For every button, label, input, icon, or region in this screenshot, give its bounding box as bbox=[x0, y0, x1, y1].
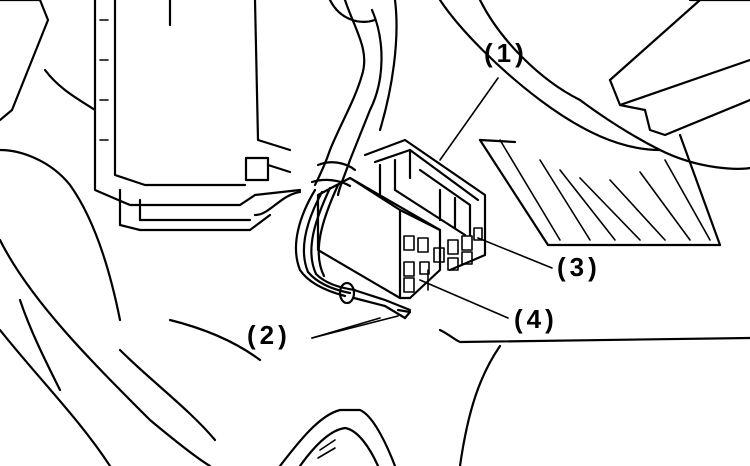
leader-lines bbox=[311, 77, 553, 339]
electrical-connector bbox=[316, 138, 487, 300]
upper-right-panel bbox=[438, 0, 750, 170]
callout-3: (3) bbox=[557, 252, 601, 282]
callout-4: (4) bbox=[514, 304, 558, 334]
left-dashboard-panel bbox=[0, 0, 212, 466]
callout-1: (1) bbox=[484, 38, 528, 68]
hatched-floor bbox=[478, 133, 722, 247]
wire-harness-top bbox=[310, 0, 398, 197]
callout-2: (2) bbox=[247, 320, 291, 350]
leader-4 bbox=[419, 279, 509, 319]
floor-and-pedal bbox=[118, 318, 750, 466]
leader-1 bbox=[439, 77, 499, 161]
relay-box bbox=[93, 0, 302, 232]
leader-3 bbox=[477, 237, 553, 269]
connector-wires bbox=[294, 183, 412, 320]
leader-2b bbox=[311, 315, 399, 339]
